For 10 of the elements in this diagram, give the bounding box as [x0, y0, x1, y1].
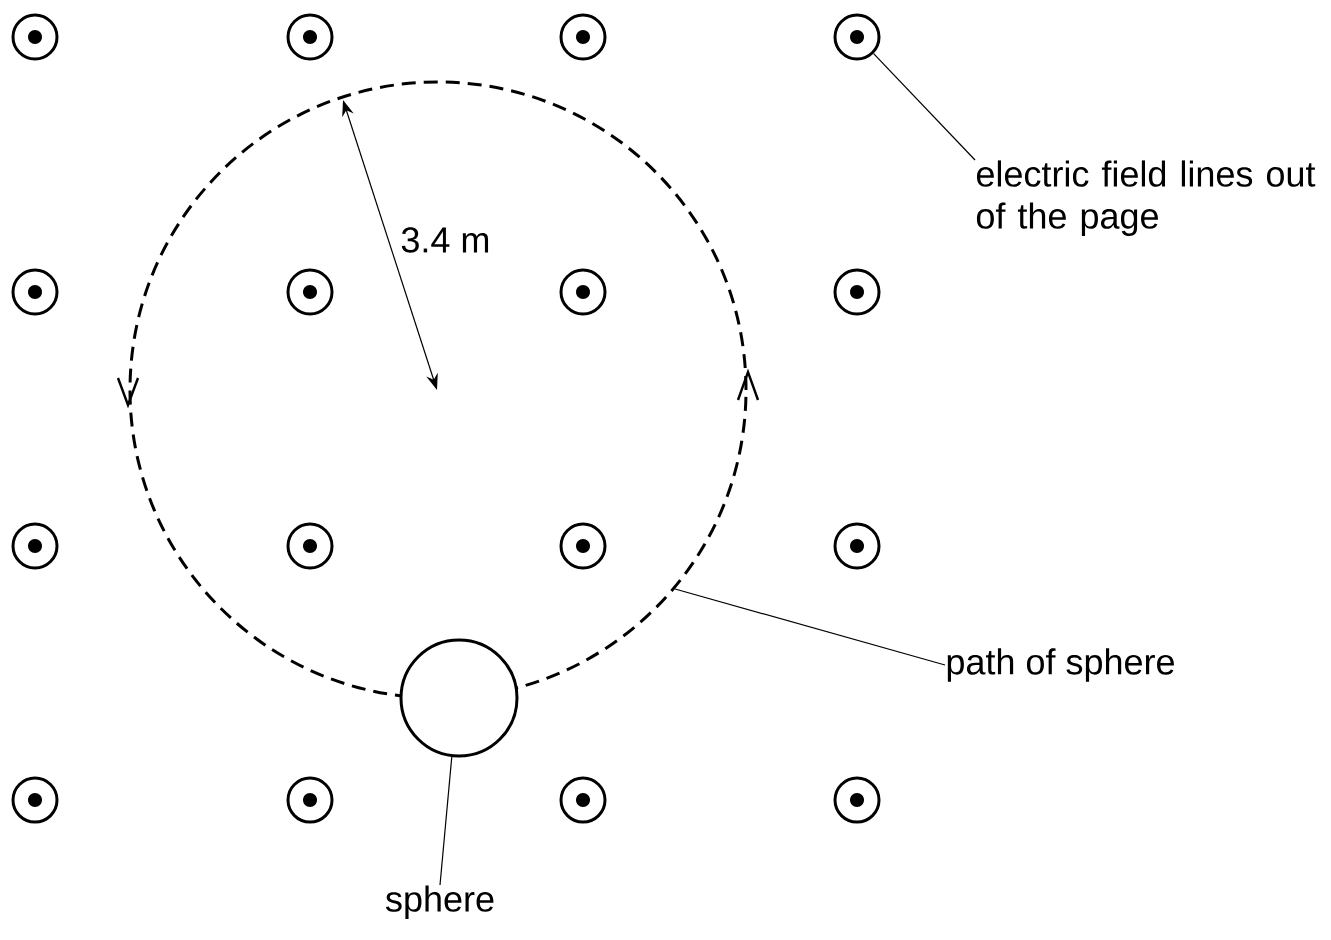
leader-line	[439, 756, 453, 886]
leader-line	[674, 588, 946, 666]
field-label: electric field lines out of the page	[976, 160, 1316, 236]
sphere-circle	[399, 638, 519, 758]
field-symbol	[833, 13, 881, 61]
dimension-label: 3.4 m	[401, 227, 489, 253]
path-label: path of sphere	[947, 648, 1174, 682]
leader-line	[873, 53, 976, 161]
sphere-label: sphere	[385, 885, 494, 919]
path-circle	[116, 80, 760, 700]
